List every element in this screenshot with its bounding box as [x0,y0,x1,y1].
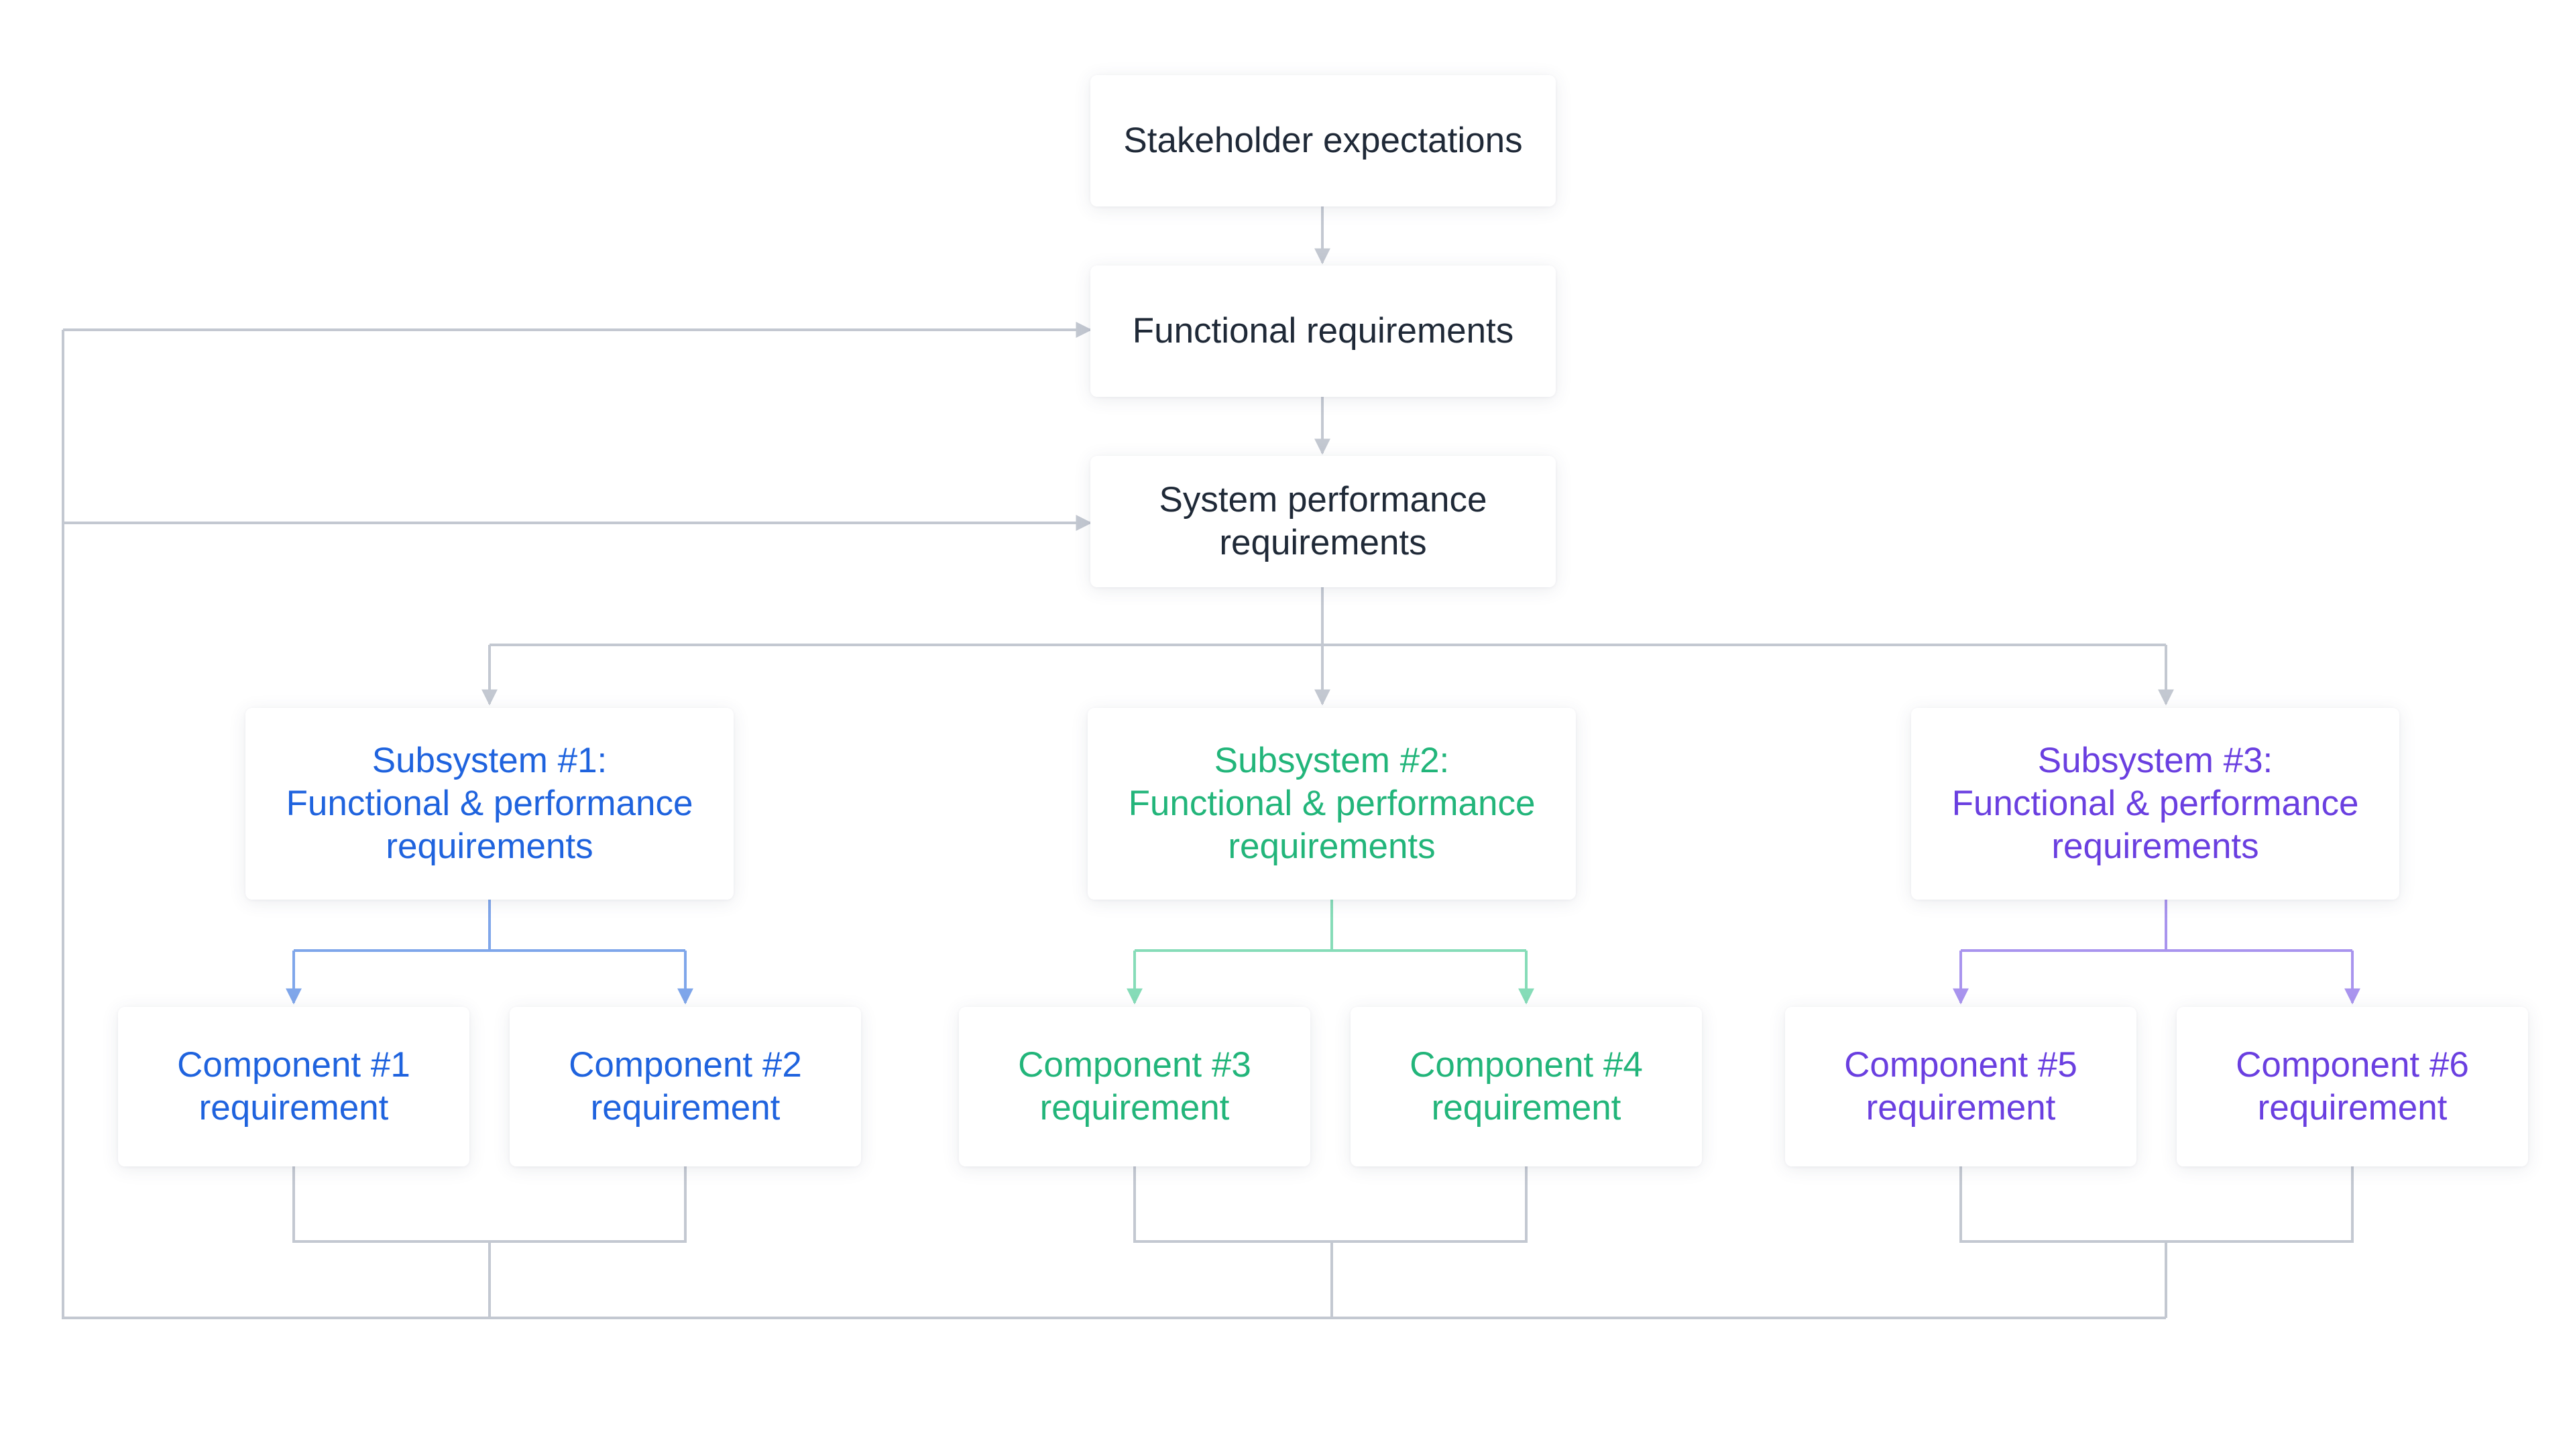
component-1-label: Component #1 requirement [177,1045,410,1128]
line-subsystem-3-split [1961,900,2352,952]
merge-components-3-4 [1133,1166,1528,1318]
component-3-label: Component #3 requirement [1018,1045,1251,1128]
component-5-box: Component #5 requirement [1785,1007,2136,1166]
functional-requirements-label: Functional requirements [1132,311,1514,351]
system-performance-requirements-box: System performance requirements [1090,456,1556,587]
subsystem-1-box: Subsystem #1: Functional & performance r… [245,708,734,900]
component-2-box: Component #2 requirement [510,1007,861,1166]
stakeholder-expectations-box: Stakeholder expectations [1090,75,1556,206]
component-5-label: Component #5 requirement [1844,1045,2077,1128]
component-6-box: Component #6 requirement [2177,1007,2528,1166]
merge-components-1-2 [292,1166,687,1318]
component-1-box: Component #1 requirement [118,1007,469,1166]
line-system-to-subsystems [490,587,2166,646]
feedback-bottom-bus [62,330,2166,1319]
subsystem-3-box: Subsystem #3: Functional & performance r… [1911,708,2399,900]
component-6-label: Component #6 requirement [2236,1045,2469,1128]
stakeholder-expectations-label: Stakeholder expectations [1123,121,1523,160]
line-subsystem-2-split [1135,900,1526,952]
system-performance-requirements-label: System performance requirements [1159,480,1487,562]
subsystem-1-label: Subsystem #1: Functional & performance r… [286,741,693,866]
subsystem-2-label: Subsystem #2: Functional & performance r… [1128,741,1536,866]
merge-components-5-6 [1959,1166,2354,1318]
component-3-box: Component #3 requirement [959,1007,1310,1166]
line-subsystem-1-split [294,900,685,952]
component-2-label: Component #2 requirement [569,1045,802,1128]
functional-requirements-box: Functional requirements [1090,265,1556,397]
subsystem-2-box: Subsystem #2: Functional & performance r… [1088,708,1576,900]
component-4-box: Component #4 requirement [1351,1007,1702,1166]
subsystem-3-label: Subsystem #3: Functional & performance r… [1951,741,2359,866]
component-4-label: Component #4 requirement [1410,1045,1643,1128]
